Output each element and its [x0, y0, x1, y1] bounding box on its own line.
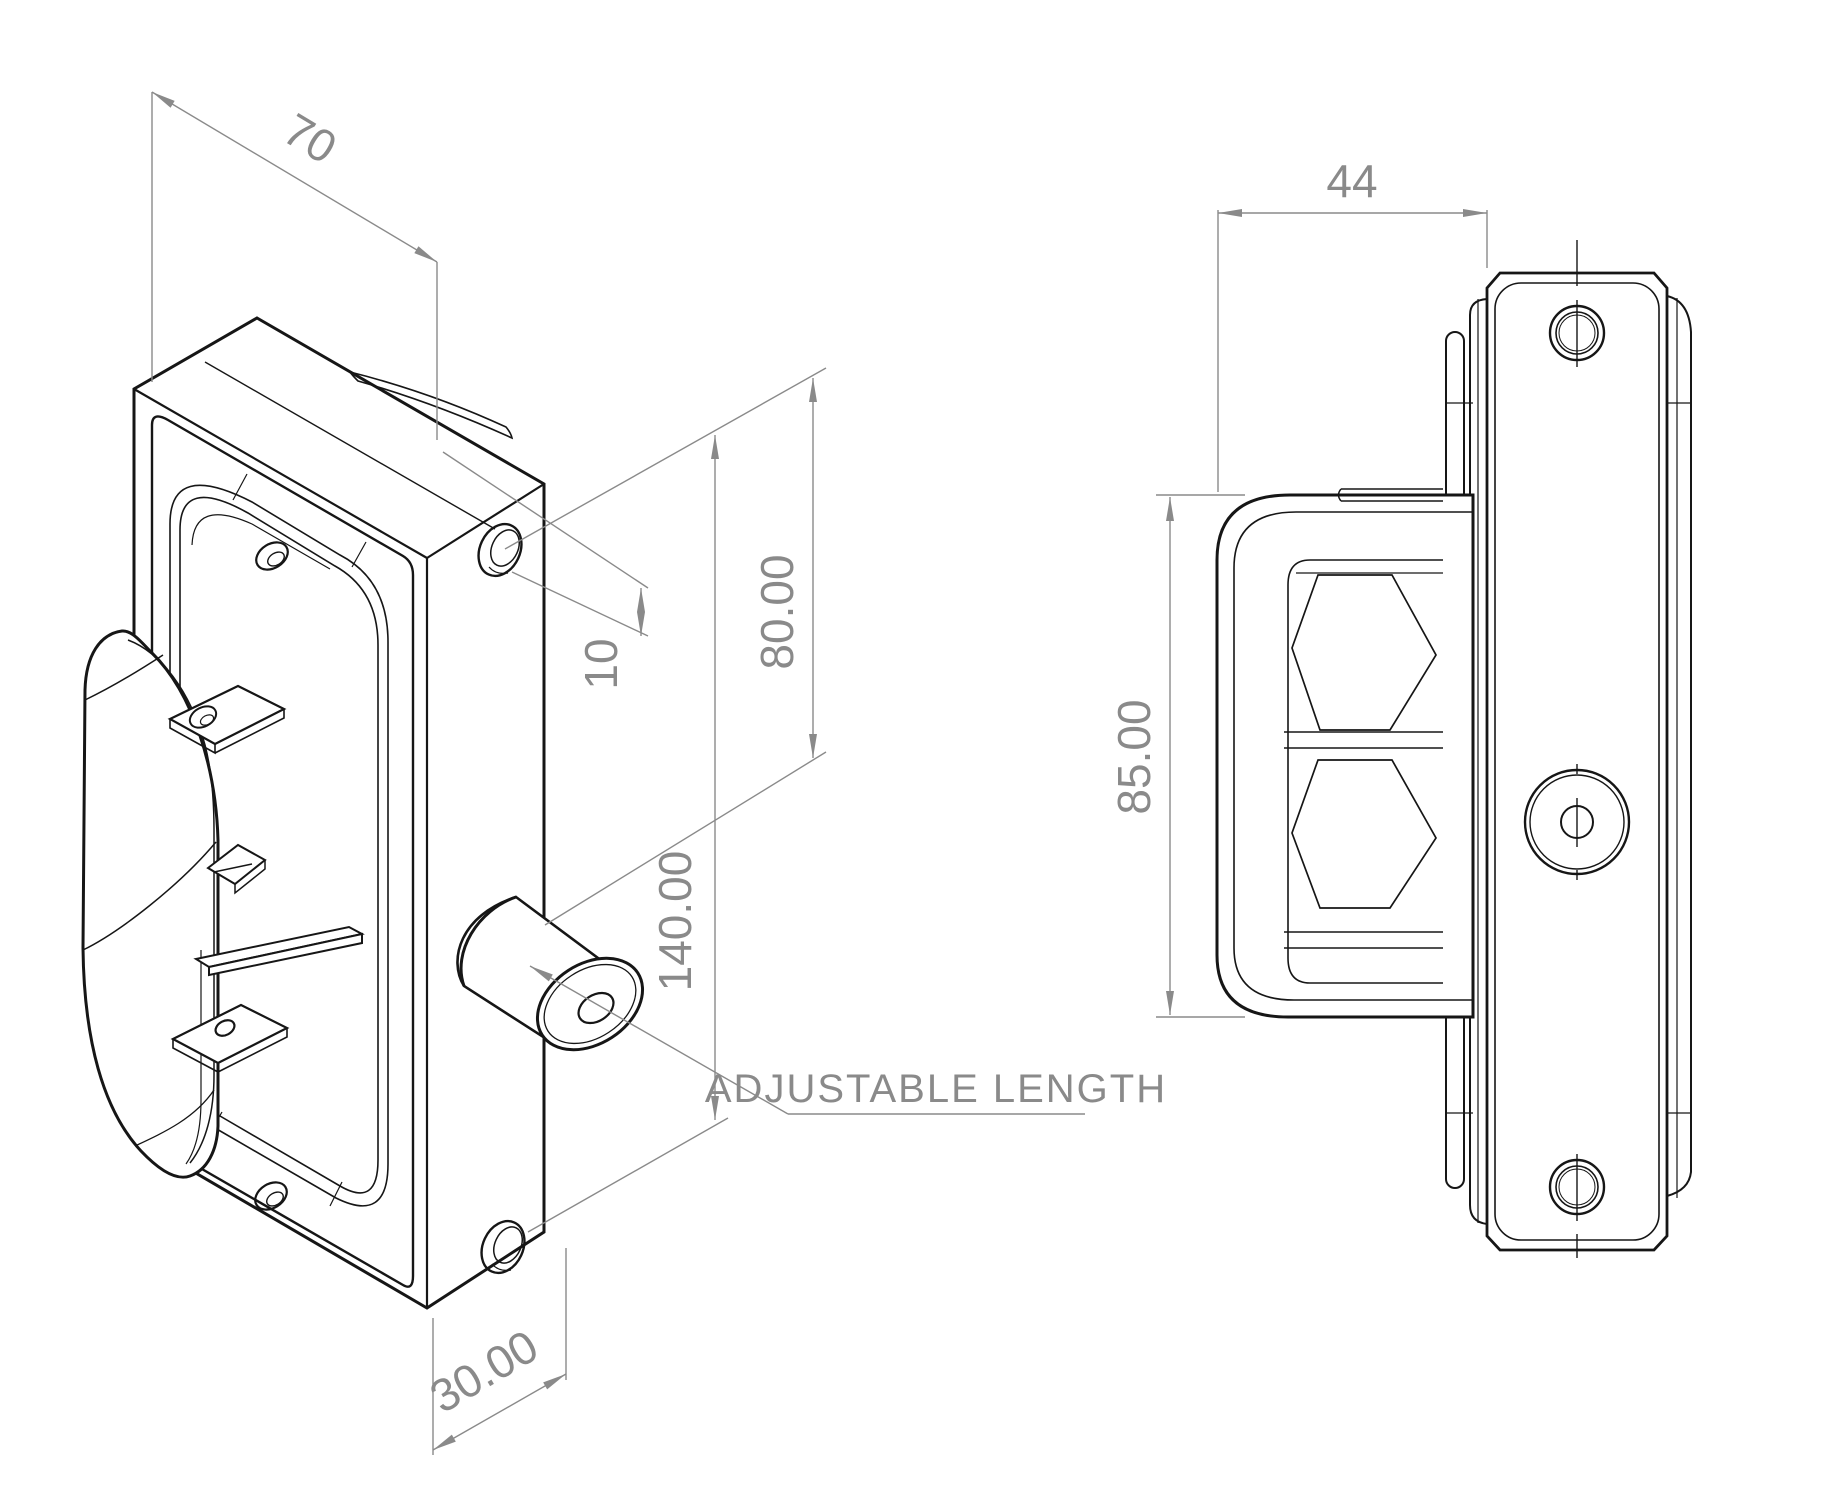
dim-overall-depth-44: 44 [1217, 155, 1488, 492]
dim-text-30: 30.00 [421, 1320, 547, 1423]
mount-tab-top [167, 684, 287, 755]
top-slot [348, 370, 514, 440]
pad-seam [134, 1089, 215, 1147]
mount-tab-bottom [170, 1003, 290, 1074]
dim-text-44: 44 [1326, 155, 1377, 207]
dim-text-140: 140.00 [649, 851, 701, 992]
opening-inner-arc [191, 514, 331, 570]
screw-bottom [1548, 1154, 1606, 1258]
dim-hole-offset-80: 80.00 [504, 367, 827, 926]
bezel-tick [232, 473, 248, 501]
pad-seam [84, 654, 164, 701]
leader-adjustable-length: ADJUSTABLE LENGTH [529, 965, 1167, 1115]
bezel-tick [351, 541, 367, 568]
isometric-view: 70 10 80.00 140.00 30.00 [81, 91, 1167, 1455]
handle-bracket [1215, 488, 1475, 1019]
dim-handle-height-85: 85.00 [1108, 494, 1245, 1018]
dim-text-10: 10 [575, 638, 627, 689]
pad-seam [82, 841, 217, 951]
dim-hole-spacing-140: 140.00 [527, 435, 729, 1233]
bezel-tick [329, 1181, 343, 1207]
top-chamfer-line [204, 361, 496, 530]
latch-bar [193, 925, 365, 977]
side-view: 44 85.00 [1108, 155, 1692, 1258]
side-plate [1485, 240, 1669, 1258]
flange-right [1666, 295, 1692, 1198]
hex-latch-bottom [1291, 759, 1437, 909]
dim-text-80: 80.00 [751, 554, 803, 669]
dim-chamfer-10: 10 [442, 451, 649, 690]
latch-wedge [206, 843, 267, 895]
side-hole-bottom [480, 1219, 526, 1275]
body-top-right-edge [426, 483, 545, 559]
front-screw-hole-bottom [254, 1181, 288, 1211]
dim-text-85: 85.00 [1108, 699, 1160, 814]
side-hole-top [477, 522, 523, 578]
leader-text: ADJUSTABLE LENGTH [705, 1067, 1167, 1111]
hex-latch-top [1291, 574, 1437, 731]
dim-text-70: 70 [275, 103, 346, 174]
screw-top [1548, 240, 1606, 367]
body-front-top-edge [133, 388, 428, 559]
lock-cylinder [1523, 764, 1631, 880]
front-screw-hole-top [255, 541, 289, 571]
